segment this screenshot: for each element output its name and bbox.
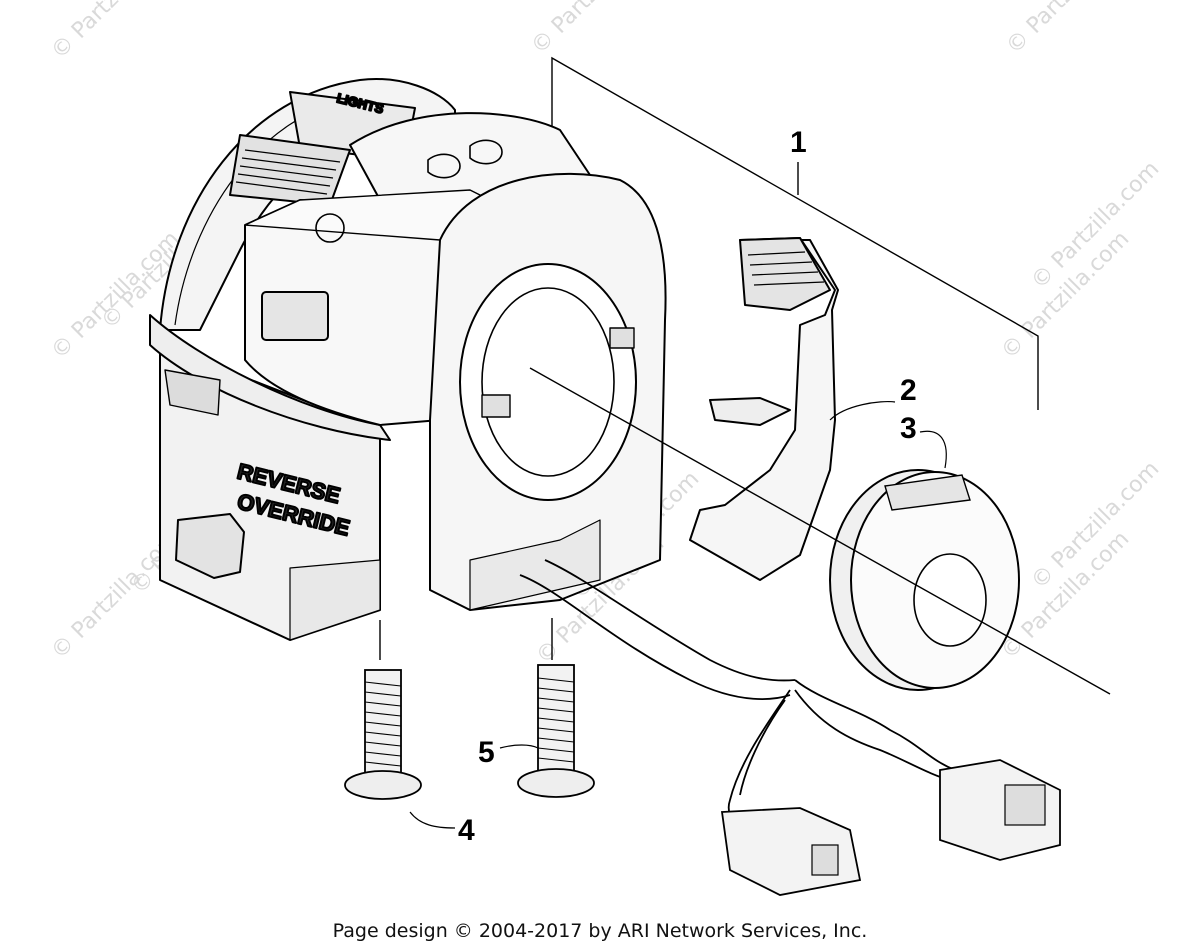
- leader-lines: [409, 400, 947, 829]
- watermark: © Partzilla.com: [47, 0, 185, 64]
- callout-4: 4: [458, 814, 475, 847]
- assembly-bracket: [551, 56, 1039, 410]
- screw-4: [344, 620, 422, 800]
- connector-left: [720, 807, 862, 896]
- callout-1: 1: [790, 126, 807, 159]
- watermark: © Partzilla.com: [1002, 0, 1140, 59]
- copyright-footer: Page design © 2004-2017 by ARI Network S…: [332, 920, 868, 942]
- watermark: © Partzilla.com: [527, 0, 665, 59]
- connector-right: [939, 759, 1061, 861]
- cover-cap: [829, 469, 1020, 691]
- axis-line: [529, 367, 1111, 695]
- callout-3: 3: [900, 412, 917, 445]
- throttle-lever: [689, 237, 839, 581]
- switch-housing: LIGHTS: [149, 78, 667, 641]
- screw-5: [517, 618, 595, 798]
- callout-5: 5: [478, 736, 495, 769]
- callout-2: 2: [900, 374, 917, 407]
